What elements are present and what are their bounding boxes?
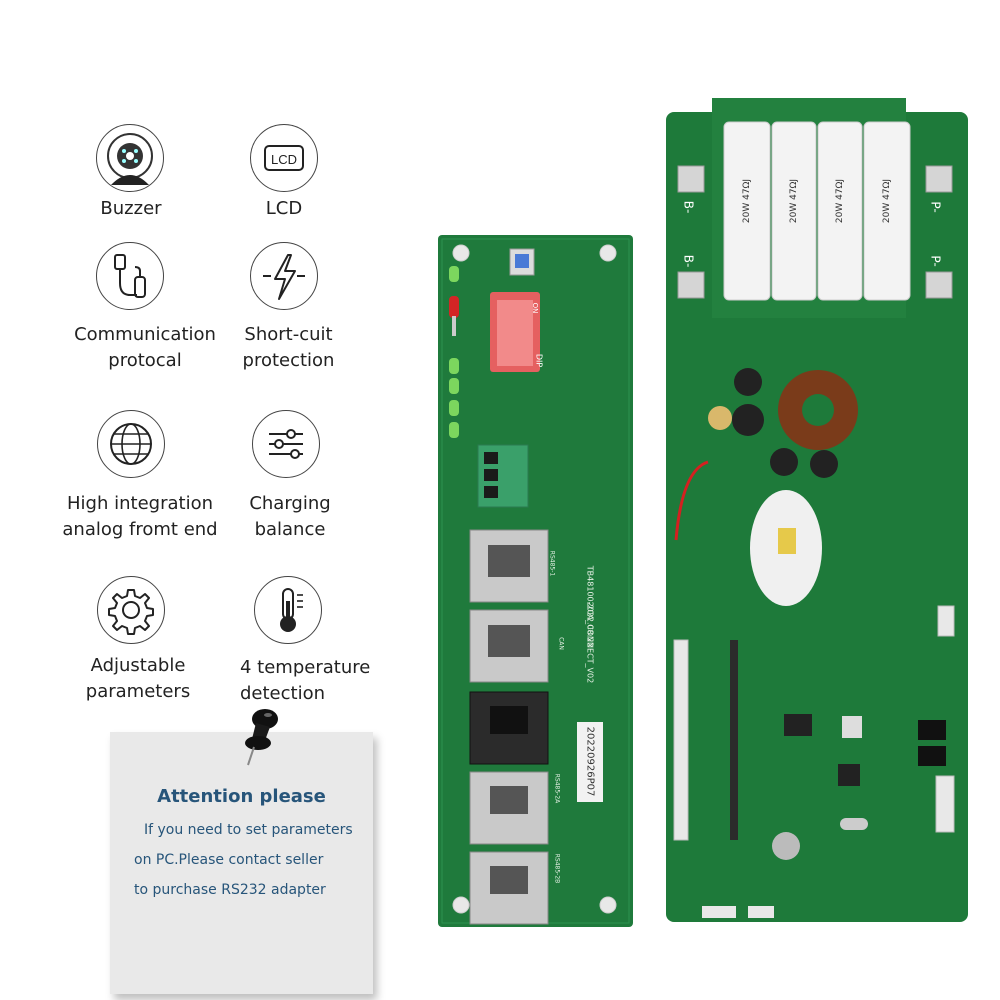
lcd-icon: LCD (250, 124, 318, 192)
terminal-label: B- (681, 200, 696, 214)
lcd-icon-text: LCD (271, 152, 297, 167)
note-title: Attention please (157, 786, 326, 807)
speaker-icon (96, 124, 164, 192)
thermometer-icon (254, 576, 322, 644)
board-sticker: 20220926P07 (584, 726, 596, 797)
port-label-can: CAN (557, 637, 565, 650)
gear-icon (97, 576, 165, 644)
resistor-label: 20W 47ΩJ (835, 178, 845, 224)
terminal-label: P- (928, 255, 943, 267)
feature-label: 4 temperature detection (240, 657, 371, 704)
attention-note: Attention please If you need to set para… (110, 732, 373, 994)
sliders-icon (252, 410, 320, 478)
dip-switch-on: ON (531, 302, 539, 314)
note-line-2: on PC.Please contact seller (134, 852, 324, 868)
feature-label: High integration analog fromt end (62, 493, 218, 540)
feature-label: Buzzer (100, 198, 162, 219)
feature-label: Adjustable parameters (85, 655, 191, 702)
resistor-label: 20W 47ΩJ (742, 178, 752, 224)
lightning-icon (250, 242, 318, 310)
feature-label: Communication protocal (74, 324, 216, 371)
board-silk-main: TB48100-20A_CONNECT_V02 (585, 565, 595, 684)
resistor-label: 20W 47ΩJ (882, 178, 892, 224)
note-line-1: If you need to set parameters (144, 822, 353, 838)
pushpin-icon (238, 705, 288, 771)
feature-label: Short-cuit protection (242, 324, 335, 371)
feature-label: LCD (265, 198, 303, 219)
dip-switch-label: DIP (534, 353, 544, 368)
feature-label: Charging balance (249, 493, 331, 540)
port-label-rs485-2a: RS485-2A (553, 773, 561, 804)
resistor-label: 20W 47ΩJ (789, 178, 799, 224)
port-label-rs485-1: RS485-1 (548, 550, 556, 577)
note-line-3: to purchase RS232 adapter (134, 882, 326, 898)
board-silk-date: 2022.08.22 (585, 601, 595, 648)
terminal-label: P- (928, 201, 943, 213)
globe-icon (97, 410, 165, 478)
port-label-rs485-2b: RS485-2B (553, 853, 561, 884)
cable-plug-icon (96, 242, 164, 310)
terminal-label: B- (681, 254, 696, 268)
